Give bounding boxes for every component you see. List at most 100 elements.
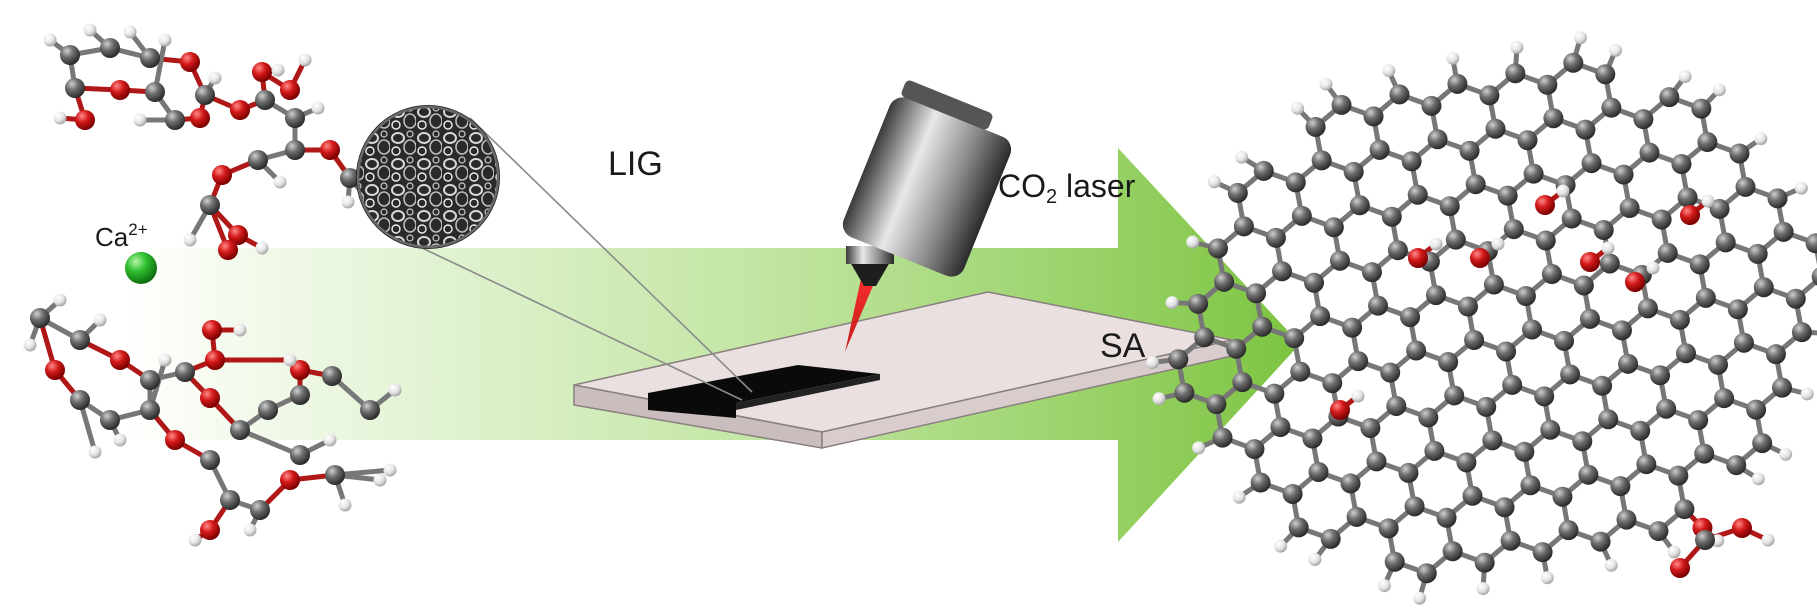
carbon-atom	[248, 150, 268, 170]
carbon-atom	[1613, 164, 1634, 185]
carbon-atom	[1457, 296, 1478, 317]
carbon-atom	[1214, 271, 1235, 292]
hydrogen-atom	[43, 33, 57, 47]
hydrogen-atom	[1235, 150, 1249, 164]
carbon-atom	[1421, 95, 1442, 116]
carbon-atom	[1659, 87, 1680, 108]
carbon-atom	[1188, 293, 1209, 314]
carbon-atom	[1206, 394, 1227, 415]
oxygen-atom	[218, 240, 238, 260]
carbon-atom	[258, 400, 278, 420]
carbon-atom	[290, 385, 310, 405]
carbon-atom	[140, 370, 160, 390]
oxygen-atom	[280, 470, 300, 490]
carbon-atom	[1323, 217, 1344, 238]
hydrogen-atom	[1678, 69, 1692, 83]
carbon-atom	[1464, 329, 1485, 350]
carbon-atom	[1253, 160, 1274, 181]
hydrogen-atom	[53, 293, 67, 307]
carbon-atom	[1532, 542, 1553, 563]
carbon-atom	[1709, 198, 1730, 219]
carbon-atom	[1637, 298, 1658, 319]
oxygen-atom	[200, 388, 220, 408]
carbon-atom	[1601, 97, 1622, 118]
hydrogen-atom	[158, 353, 172, 367]
oxygen-atom	[180, 52, 200, 72]
hydrogen-atom	[298, 53, 312, 67]
carbon-atom	[1227, 182, 1248, 203]
laser-head	[842, 80, 1012, 352]
carbon-atom	[1630, 420, 1651, 441]
carbon-atom	[1552, 486, 1573, 507]
carbon-atom	[1772, 377, 1793, 398]
carbon-atom	[1320, 528, 1341, 549]
carbon-atom	[1578, 464, 1599, 485]
carbon-atom	[1648, 521, 1669, 542]
carbon-atom	[1675, 343, 1696, 364]
hydrogen-atom	[53, 111, 67, 125]
carbon-atom	[1368, 295, 1389, 316]
carbon-atom	[165, 110, 185, 130]
oxygen-atom	[45, 360, 65, 380]
carbon-atom	[1439, 196, 1460, 217]
carbon-atom	[1650, 365, 1671, 386]
oxygen-atom	[200, 520, 220, 540]
carbon-atom	[1668, 465, 1689, 486]
hydrogen-atom	[323, 433, 337, 447]
oxygen-atom	[165, 430, 185, 450]
carbon-atom	[322, 366, 342, 386]
carbon-atom	[1456, 452, 1477, 473]
carbon-atom	[360, 400, 380, 420]
carbon-atom	[1483, 274, 1504, 295]
carbon-atom	[1378, 518, 1399, 539]
hydrogen-atom	[133, 113, 147, 127]
hydrogen-atom	[1308, 553, 1322, 567]
hydrogen-atom	[1165, 296, 1179, 310]
carbon-atom	[1285, 172, 1306, 193]
carbon-atom	[1290, 361, 1311, 382]
oxygen-atom	[230, 100, 250, 120]
carbon-atom	[1593, 220, 1614, 241]
hydrogen-atom	[1232, 490, 1246, 504]
carbon-atom	[1479, 85, 1500, 106]
carbon-atom	[1714, 388, 1735, 409]
carbon-atom	[1575, 119, 1596, 140]
hydrogen-atom	[311, 101, 325, 115]
oxygen-atom	[205, 350, 225, 370]
hydrogen-atom	[1556, 184, 1570, 198]
carbon-atom	[230, 420, 250, 440]
carbon-atom	[1447, 73, 1468, 94]
carbon-atom	[1534, 386, 1555, 407]
carbon-atom	[1212, 427, 1233, 448]
hydrogen-atom	[1751, 472, 1765, 486]
carbon-atom	[1695, 530, 1715, 550]
carbon-atom	[1694, 443, 1715, 464]
carbon-atom	[145, 82, 165, 102]
carbon-atom	[1380, 362, 1401, 383]
carbon-atom	[1497, 185, 1518, 206]
carbon-atom	[250, 500, 270, 520]
carbon-atom	[1194, 327, 1215, 348]
carbon-atom	[1496, 341, 1517, 362]
alginate-molecule-top	[43, 23, 379, 260]
carbon-atom	[1474, 552, 1495, 573]
carbon-atom	[1689, 254, 1710, 275]
carbon-atom	[1563, 52, 1584, 73]
oxygen-atom	[1330, 400, 1350, 420]
carbon-atom	[290, 445, 310, 465]
carbon-atom	[1270, 417, 1291, 438]
carbon-atom	[1656, 398, 1677, 419]
hydrogen-atom	[23, 338, 37, 352]
carbon-atom	[1633, 109, 1654, 130]
oxygen-atom	[110, 80, 130, 100]
carbon-atom	[1657, 242, 1678, 263]
hydrogen-atom	[1186, 235, 1200, 249]
hydrogen-atom	[1377, 579, 1391, 593]
carbon-atom	[1805, 233, 1817, 254]
carbon-atom	[1310, 306, 1331, 327]
carbon-atom	[1688, 410, 1709, 431]
carbon-atom	[1674, 499, 1695, 520]
oxygen-atom	[320, 140, 340, 160]
oxygen-atom	[1680, 205, 1700, 225]
carbon-atom	[1599, 253, 1620, 274]
